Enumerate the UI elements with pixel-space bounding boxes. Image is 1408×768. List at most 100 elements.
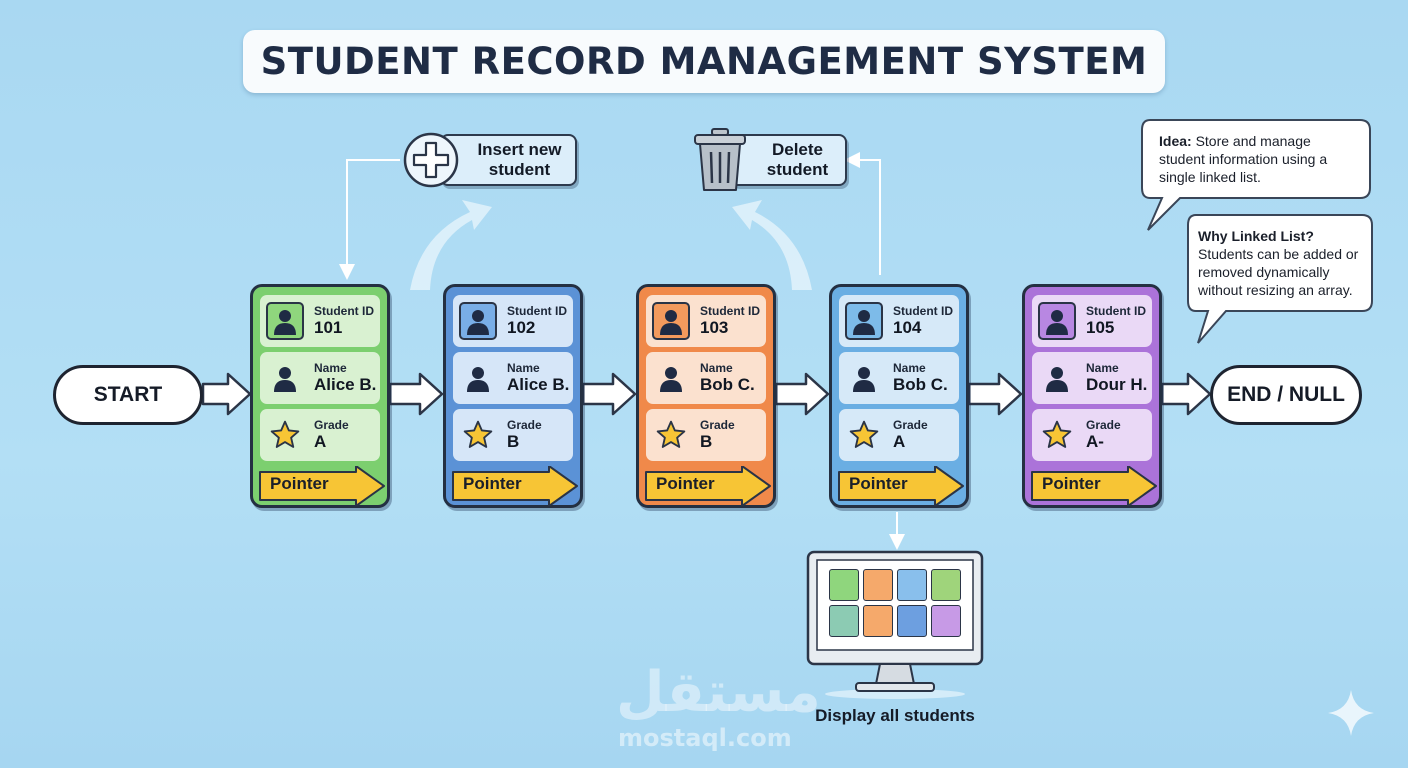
student-id-label: Student ID (314, 304, 374, 318)
student-id-field: Student ID 105 (1032, 295, 1152, 347)
star-icon (1038, 416, 1076, 454)
pointer-label: Pointer (463, 474, 522, 493)
student-node-102: Student ID 102 Name Alice B. Grade B Poi… (443, 284, 583, 508)
arrow-103-to-104 (774, 372, 830, 416)
watermark-logo-arabic: مستقل (616, 660, 821, 725)
watermark-logo-latin: mostaql.com (618, 724, 792, 752)
pointer-arrow: Pointer (452, 466, 578, 506)
delete-label-line2: student (766, 160, 829, 179)
pointer-label: Pointer (1042, 474, 1101, 493)
person-icon (459, 359, 497, 397)
person-icon (1038, 302, 1076, 340)
insert-curve-arrow (410, 200, 492, 290)
delete-label-line1: Delete (771, 140, 823, 159)
student-node-104: Student ID 104 Name Bob C. Grade A Point… (829, 284, 969, 508)
student-id-field: Student ID 101 (260, 295, 380, 347)
grade-label: Grade (1086, 418, 1121, 432)
grade-field: Grade B (453, 409, 573, 461)
grade-field: Grade A- (1032, 409, 1152, 461)
grid-tile (897, 605, 927, 637)
person-icon (459, 302, 497, 340)
grade-label: Grade (507, 418, 542, 432)
pointer-arrow: Pointer (259, 466, 385, 506)
end-label: END / NULL (1227, 383, 1345, 406)
name-value: Alice B. (314, 375, 377, 394)
student-id-value: 105 (1086, 318, 1115, 337)
arrow-101-to-102 (388, 372, 444, 416)
student-id-value: 102 (507, 318, 536, 337)
student-id-label: Student ID (507, 304, 567, 318)
grade-field: Grade A (839, 409, 959, 461)
grade-label: Grade (700, 418, 735, 432)
name-value: Dour H. (1086, 375, 1148, 394)
name-field: Name Alice B. (260, 352, 380, 404)
grade-value: B (700, 432, 713, 451)
student-id-field: Student ID 104 (839, 295, 959, 347)
grade-value: A (893, 432, 906, 451)
page-title: STUDENT RECORD MANAGEMENT SYSTEM (260, 40, 1148, 83)
sparkle-icon (1326, 688, 1376, 738)
display-all-label: Display all students (815, 706, 975, 725)
insert-label-line1: Insert new (477, 140, 562, 159)
name-label: Name (507, 361, 540, 375)
grade-value: A- (1086, 432, 1104, 451)
student-id-value: 101 (314, 318, 343, 337)
star-icon (652, 416, 690, 454)
name-field: Name Bob C. (839, 352, 959, 404)
pointer-arrow: Pointer (1031, 466, 1157, 506)
idea-text: Store and manage student information usi… (1159, 133, 1328, 185)
pointer-label: Pointer (849, 474, 908, 493)
grade-label: Grade (314, 418, 349, 432)
student-id-label: Student ID (893, 304, 953, 318)
arrow-105-to-end (1160, 372, 1212, 416)
arrow-102-to-103 (581, 372, 637, 416)
insert-label-line2: student (488, 160, 551, 179)
why-heading: Why Linked List? (1198, 228, 1314, 244)
grade-field: Grade B (646, 409, 766, 461)
student-id-label: Student ID (700, 304, 760, 318)
grid-tile (931, 605, 961, 637)
name-label: Name (893, 361, 926, 375)
student-node-103: Student ID 103 Name Bob C. Grade B Point… (636, 284, 776, 508)
arrow-104-to-105 (967, 372, 1023, 416)
student-id-value: 103 (700, 318, 729, 337)
monitor-icon (806, 550, 984, 700)
star-icon (266, 416, 304, 454)
start-label: START (93, 383, 163, 406)
student-node-101: Student ID 101 Name Alice B. Grade A Poi… (250, 284, 390, 508)
student-id-field: Student ID 103 (646, 295, 766, 347)
star-icon (845, 416, 883, 454)
student-id-value: 104 (893, 318, 922, 337)
delete-connector (844, 152, 881, 275)
name-field: Name Alice B. (453, 352, 573, 404)
idea-heading: Idea: (1159, 133, 1192, 149)
why-text: Students can be added or removed dynamic… (1198, 246, 1359, 298)
name-label: Name (1086, 361, 1119, 375)
person-icon (845, 302, 883, 340)
grade-value: B (507, 432, 520, 451)
grade-value: A (314, 432, 327, 451)
person-icon (1038, 359, 1076, 397)
name-value: Bob C. (893, 375, 948, 394)
person-icon (266, 302, 304, 340)
delete-curve-arrow (732, 200, 812, 290)
plus-circle-icon (402, 131, 460, 189)
end-terminal: END / NULL (1210, 365, 1362, 425)
name-value: Alice B. (507, 375, 570, 394)
name-field: Name Bob C. (646, 352, 766, 404)
grid-tile (897, 569, 927, 601)
pointer-arrow: Pointer (838, 466, 964, 506)
grade-label: Grade (893, 418, 928, 432)
idea-note: Idea: Store and manage student informati… (1140, 118, 1372, 233)
star-icon (459, 416, 497, 454)
grid-tile (829, 605, 859, 637)
name-label: Name (314, 361, 347, 375)
pointer-label: Pointer (270, 474, 329, 493)
why-linked-list-note: Why Linked List? Students can be added o… (1186, 213, 1374, 345)
person-icon (266, 359, 304, 397)
name-field: Name Dour H. (1032, 352, 1152, 404)
grid-tile (829, 569, 859, 601)
grid-tile (863, 605, 893, 637)
pointer-arrow: Pointer (645, 466, 771, 506)
